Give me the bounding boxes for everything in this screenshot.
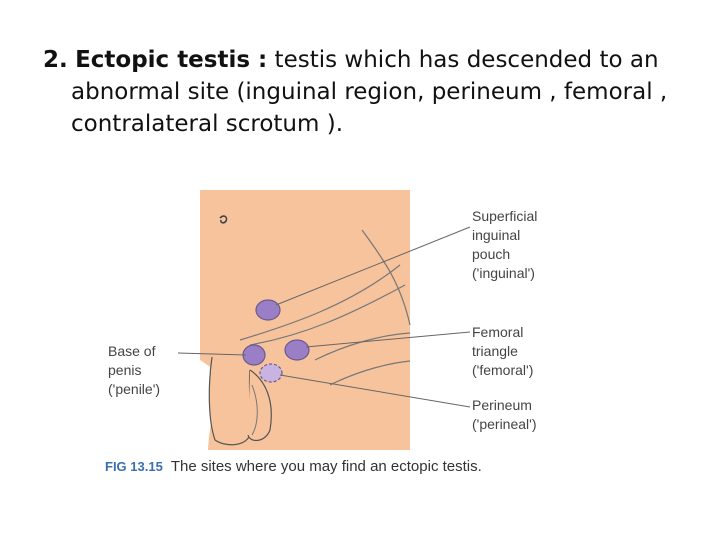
inguinal-line: [239, 264, 401, 341]
inguinal-line-2: [249, 284, 406, 346]
figure-caption: FIG 13.15 The sites where you may find an…: [105, 458, 482, 475]
label-superficial-inguinal: Superficial inguinal pouch ('inguinal'): [472, 208, 538, 281]
testis-penile: [242, 344, 266, 366]
label-perineum: Perineum ('perineal'): [472, 397, 537, 432]
bullet-number: 2.: [43, 47, 68, 73]
label-femoral: Femoral triangle ('femoral'): [472, 324, 534, 378]
leader-penile: [177, 352, 247, 356]
ectopic-testis-figure: Superficial inguinal pouch ('inguinal') …: [100, 185, 570, 485]
leader-superficial: [275, 226, 471, 306]
label-penile: Base of penis ('penile'): [108, 343, 161, 397]
leader-perineum: [279, 374, 471, 408]
testis-femoral: [284, 339, 310, 361]
scrotum-crease: [251, 384, 258, 436]
navel-mark: [219, 215, 228, 224]
testis-superficial-inguinal: [255, 299, 281, 321]
leader-femoral: [305, 331, 471, 348]
figure-number: FIG 13.15: [105, 459, 163, 474]
penis-outline: [208, 356, 252, 446]
bullet-ectopic-testis: 2. Ectopic testis : testis which has des…: [43, 44, 720, 140]
figure-caption-text: The sites where you may find an ectopic …: [170, 458, 482, 475]
anatomy-illustration: [177, 190, 471, 450]
bullet-term: Ectopic testis :: [75, 47, 268, 73]
thigh-crease: [329, 360, 411, 386]
scrotum-outline: [247, 369, 272, 441]
hip-line: [361, 229, 411, 326]
testis-perineal: [259, 363, 283, 383]
bullet-text: testis which has descended to an abnorma…: [71, 47, 668, 137]
